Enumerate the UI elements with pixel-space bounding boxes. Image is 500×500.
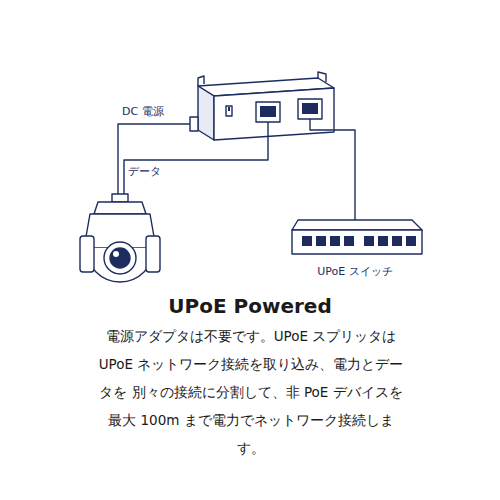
caption: 電源アダプタは不要です。UPoE スプリッタは UPoE ネットワーク接続を取り… — [95, 322, 407, 462]
switch-port — [330, 236, 340, 246]
diagram-title: UPoE Powered — [0, 294, 500, 318]
toggle-switch — [226, 106, 232, 116]
splitter-flange — [318, 72, 326, 82]
camera-lens — [110, 248, 130, 268]
camera-side — [80, 236, 94, 272]
switch-front — [292, 230, 422, 254]
switch-port — [302, 236, 312, 246]
data-wire — [124, 122, 268, 196]
switch-port — [344, 236, 354, 246]
uplink-wire — [310, 119, 355, 221]
wire-label: DC 電源 — [122, 104, 164, 119]
splitter-side — [198, 86, 214, 140]
rj45-port — [256, 102, 280, 122]
rj45-socket — [302, 103, 318, 114]
node-label: UPoE スイッチ — [284, 264, 426, 279]
camera-side — [146, 236, 160, 272]
switch-node: UPoE スイッチ — [284, 216, 426, 279]
camera-cap — [94, 202, 146, 214]
toggle-lever — [228, 107, 230, 111]
dc-jack — [190, 117, 198, 131]
wire-label: データ — [128, 164, 161, 179]
switch-port — [392, 236, 402, 246]
splitter-flange — [198, 76, 204, 86]
switch-top — [292, 220, 422, 230]
camera-dome — [86, 248, 154, 282]
lens-glare — [113, 251, 119, 257]
switch-port — [316, 236, 326, 246]
splitter-front — [214, 88, 334, 140]
rj45-socket — [260, 106, 276, 117]
rj45-port — [298, 99, 322, 119]
switch-port — [364, 236, 374, 246]
switch-port — [406, 236, 416, 246]
camera-mount — [112, 194, 128, 202]
camera-lens-ring — [104, 242, 136, 274]
switch-port — [378, 236, 388, 246]
